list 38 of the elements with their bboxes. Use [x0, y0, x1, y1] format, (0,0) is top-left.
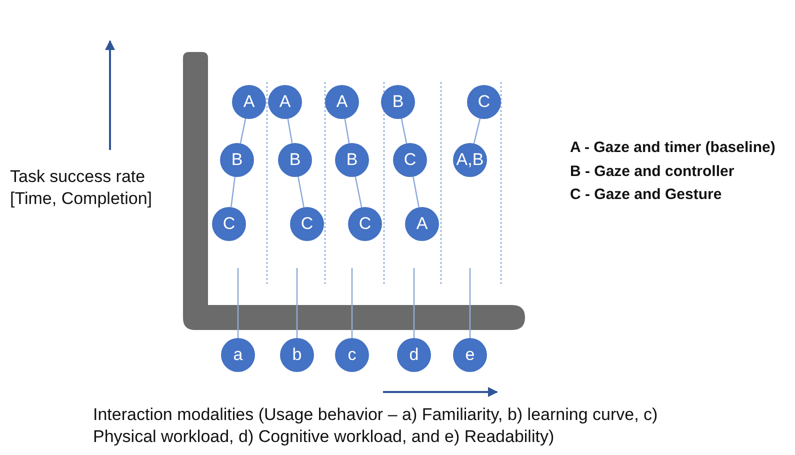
- connector-line: [412, 176, 420, 208]
- circle-node: A: [268, 85, 302, 119]
- connector-line: [237, 268, 239, 338]
- connector-line: [469, 268, 471, 338]
- connector-line: [296, 268, 298, 338]
- connector-line: [351, 268, 353, 338]
- circle-node: C: [212, 207, 246, 241]
- circle-node: a: [221, 338, 255, 372]
- circle-node: C: [393, 143, 427, 177]
- circle-node: c: [335, 338, 369, 372]
- circle-node: A: [325, 85, 359, 119]
- key-text: C - Gaze and Gesture: [570, 185, 723, 204]
- connector-line: [344, 118, 350, 144]
- connector-line: [240, 118, 246, 144]
- circle-node: e: [453, 338, 487, 372]
- circle-node: C: [290, 207, 324, 241]
- connector-line: [230, 176, 236, 208]
- circle-node: b: [280, 338, 314, 372]
- connector-line: [413, 268, 415, 338]
- key-text: A - Gaze and timer (baseline): [570, 138, 776, 158]
- circle-node: B: [220, 143, 254, 177]
- circle-node: A: [405, 207, 439, 241]
- circle-node: C: [467, 85, 501, 119]
- circle-node: C: [348, 207, 382, 241]
- circle-node: A: [232, 85, 266, 119]
- connector-line: [354, 176, 362, 208]
- axis-label: Task success rate [Time, Completion]: [10, 166, 154, 210]
- caption: Interaction modalities (Usage behavior – a) Familiarity, b) learning curve, c) Physical workload, d) Cognitive workload, and e) Readability): [93, 404, 659, 448]
- connector-line: [400, 118, 408, 144]
- key-text: B - Gaze and controller: [570, 162, 736, 182]
- connector-line: [473, 118, 481, 144]
- circle-node: B: [381, 85, 415, 119]
- circle-node: A,B: [453, 143, 487, 177]
- circle-node: d: [397, 338, 431, 372]
- connector-line: [298, 176, 304, 208]
- connector-line: [287, 118, 293, 144]
- circle-node: B: [278, 143, 312, 177]
- circle-node: B: [335, 143, 369, 177]
